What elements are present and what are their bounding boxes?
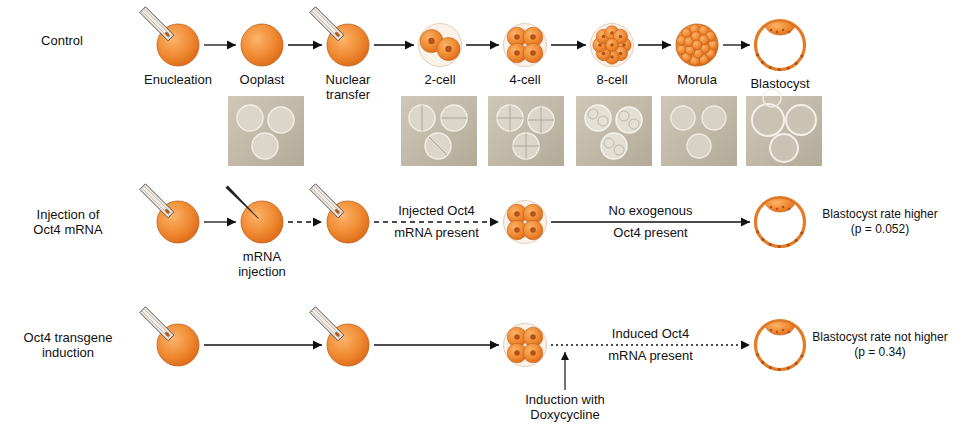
stage-label: mRNA injection: [232, 249, 292, 279]
micrograph-photo: [488, 96, 564, 166]
stage-arrow: [204, 221, 236, 222]
embryo-shape: [753, 18, 807, 72]
embryo-shape: [325, 199, 371, 245]
embryo-shape: [753, 318, 807, 372]
embryo-shape: [589, 22, 635, 68]
embryo-node: Blastocyst: [753, 18, 807, 72]
stage-arrow: [551, 344, 750, 345]
embryo-shape: [155, 322, 201, 368]
embryo-shape: [502, 199, 548, 245]
embryo-node: [753, 195, 807, 249]
stage-label: 8-cell: [572, 72, 652, 87]
row-label: Control: [17, 33, 107, 48]
stage-arrow: [288, 44, 322, 45]
stage-arrow: [374, 221, 499, 222]
embryo-shape: [239, 22, 285, 68]
micrograph-photo: [576, 96, 652, 166]
embryo-node: Enucleation: [155, 22, 201, 68]
embryo-node: Morula: [674, 22, 720, 68]
embryo-shape: [753, 195, 807, 249]
embryo-node: [155, 199, 201, 245]
embryo-shape: [155, 199, 201, 245]
micrograph-photo: [228, 96, 304, 166]
stage-label: 4-cell: [485, 72, 565, 87]
micrograph-photo: [401, 96, 477, 166]
embryo-shape: [674, 22, 720, 68]
stage-arrow: [374, 44, 414, 45]
stage-label: Morula: [657, 72, 737, 87]
embryo-shape: [417, 22, 463, 68]
embryo-node: 8-cell: [589, 22, 635, 68]
embryo-shape: [325, 22, 371, 68]
arrow-label: Induced Oct4 mRNA present: [601, 323, 701, 367]
embryo-shape: [502, 22, 548, 68]
stage-arrow: [204, 344, 322, 345]
micrograph-photo: [746, 89, 822, 166]
induction-pointer: [564, 352, 565, 390]
row-label: Injection of Oct4 mRNA: [28, 207, 108, 237]
stage-arrow: [374, 344, 499, 345]
embryo-node: 2-cell: [417, 22, 463, 68]
embryo-node: mRNA injection: [239, 199, 285, 245]
embryo-node: [502, 322, 548, 368]
stage-arrow: [638, 44, 671, 45]
embryo-shape: [155, 22, 201, 68]
embryo-node: [502, 199, 548, 245]
embryo-node: [325, 322, 371, 368]
embryo-node: 4-cell: [502, 22, 548, 68]
treatment-note: Induction with Doxycycline: [515, 392, 615, 422]
stage-label: Enucleation: [133, 72, 223, 87]
embryo-node: Ooplast: [239, 22, 285, 68]
stage-label: Nuclear transfer: [318, 72, 378, 102]
stage-arrow: [466, 44, 499, 45]
embryo-node: Nuclear transfer: [325, 22, 371, 68]
embryo-shape: [325, 322, 371, 368]
arrow-label: Injected Oct4 mRNA present: [387, 200, 487, 244]
row-label: Oct4 transgene induction: [21, 330, 116, 360]
micrograph-photo: [661, 96, 737, 166]
embryo-shape: [502, 322, 548, 368]
result-note: Blastocyst rate higher (p = 0.052): [819, 207, 941, 237]
stage-arrow: [551, 221, 750, 222]
stage-arrow: [551, 44, 586, 45]
stage-arrow: [204, 44, 236, 45]
stage-arrow: [723, 44, 750, 45]
embryo-node: [753, 318, 807, 372]
embryo-node: [155, 322, 201, 368]
stage-arrow: [288, 221, 322, 222]
embryo-shape: [239, 199, 285, 245]
stage-label: Ooplast: [222, 72, 302, 87]
result-note: Blastocyst rate not higher (p = 0.34): [809, 330, 951, 360]
stage-label: Blastocyst: [735, 76, 825, 91]
arrow-label: No exogenous Oct4 present: [601, 200, 701, 244]
embryo-node: [325, 199, 371, 245]
stage-label: 2-cell: [400, 72, 480, 87]
